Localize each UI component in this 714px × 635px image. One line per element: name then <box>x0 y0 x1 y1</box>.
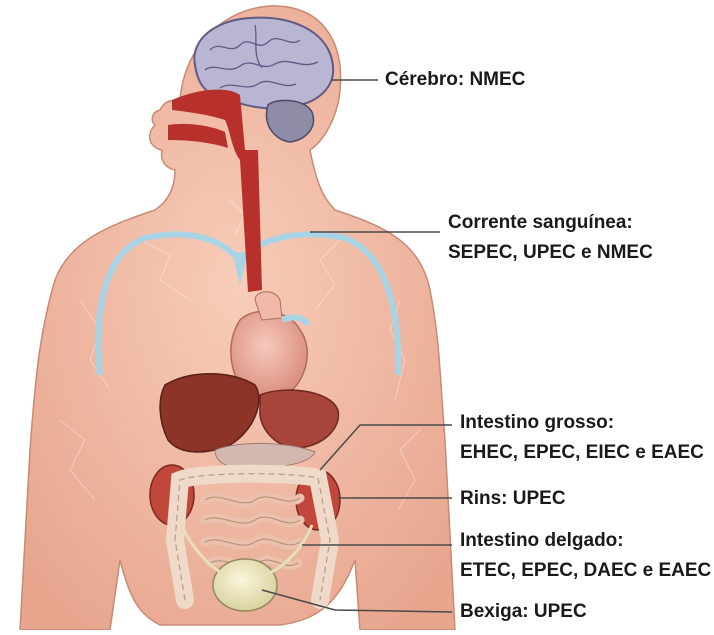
label-large-intestine-line-1: Intestino grosso: <box>460 408 704 438</box>
label-kidneys-line-1: Rins: UPEC <box>460 484 566 514</box>
label-bloodstream-line-1: Corrente sanguínea: <box>448 208 653 238</box>
label-bloodstream-line-2: SEPEC, UPEC e NMEC <box>448 238 653 268</box>
label-bloodstream: Corrente sanguínea: SEPEC, UPEC e NMEC <box>448 208 653 268</box>
label-large-intestine-line-2: EHEC, EPEC, EIEC e EAEC <box>460 438 704 468</box>
label-kidneys: Rins: UPEC <box>460 484 566 514</box>
label-small-intestine-line-1: Intestino delgado: <box>460 526 711 556</box>
label-bladder-line-1: Bexiga: UPEC <box>460 597 587 627</box>
label-brain: Cérebro: NMEC <box>385 65 525 95</box>
label-small-intestine-line-2: ETEC, EPEC, DAEC e EAEC <box>460 556 711 586</box>
label-small-intestine: Intestino delgado: ETEC, EPEC, DAEC e EA… <box>460 526 711 586</box>
label-large-intestine: Intestino grosso: EHEC, EPEC, EIEC e EAE… <box>460 408 704 468</box>
label-bladder: Bexiga: UPEC <box>460 597 587 627</box>
bladder <box>213 559 277 611</box>
label-brain-line-1: Cérebro: NMEC <box>385 65 525 95</box>
